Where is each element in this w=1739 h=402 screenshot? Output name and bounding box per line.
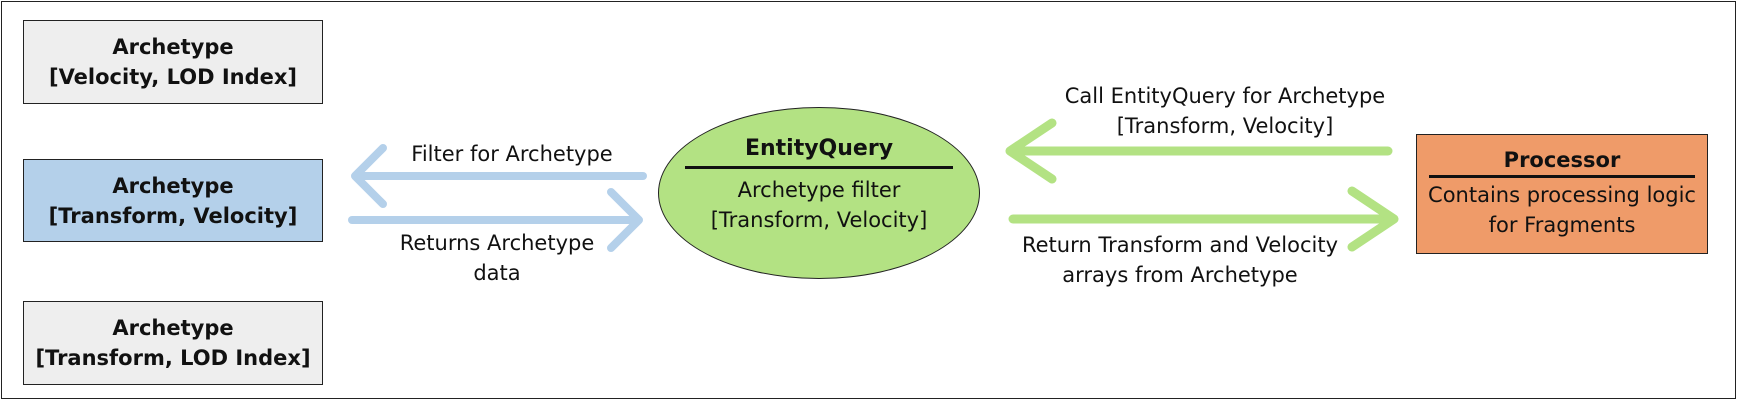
archetype-title: Archetype <box>112 173 234 198</box>
filter-label: Filter for Archetype <box>411 142 613 166</box>
processor-description-line2: for Fragments <box>1488 212 1636 237</box>
return-label-line1: Return Transform and Velocity <box>1021 233 1339 257</box>
call-label-line2: [Transform, Velocity] <box>1116 114 1334 138</box>
returns-label: Returns Archetype data <box>372 228 622 288</box>
processor-title: Processor <box>1503 148 1621 172</box>
call-arrow <box>1005 118 1393 184</box>
processor-box: Processor Contains processing logic for … <box>1416 134 1708 254</box>
returns-arrow <box>348 188 643 252</box>
entity-query-filter-line1: Archetype filter <box>737 177 901 202</box>
entity-query-ellipse <box>658 107 980 279</box>
archetype-components: [Transform, LOD Index] <box>35 346 311 370</box>
entity-query-divider <box>685 166 953 169</box>
returns-label-line1: Returns Archetype <box>399 231 595 255</box>
call-label: Call EntityQuery for Archetype [Transfor… <box>1040 81 1410 141</box>
call-label-line1: Call EntityQuery for Archetype <box>1064 84 1386 108</box>
archetype-velocity-lod: Archetype [Velocity, LOD Index] <box>23 20 323 104</box>
archetype-transform-lod: Archetype [Transform, LOD Index] <box>23 301 323 385</box>
archetype-components: [Velocity, LOD Index] <box>48 65 297 89</box>
archetype-title: Archetype <box>112 35 234 59</box>
entity-query-content: EntityQuery Archetype filter [Transform,… <box>658 132 980 235</box>
processor-description: Contains processing logic for Fragments <box>1417 180 1707 240</box>
filter-arrow <box>351 144 647 208</box>
processor-description-line1: Contains processing logic <box>1428 182 1696 207</box>
archetype-transform-velocity: Archetype [Transform, Velocity] <box>23 159 323 242</box>
return-label: Return Transform and Velocity arrays fro… <box>990 230 1370 290</box>
return-label-line2: arrays from Archetype <box>1062 263 1298 287</box>
archetype-components: [Transform, Velocity] <box>48 203 298 228</box>
entity-query-filter-line2: [Transform, Velocity] <box>710 207 928 232</box>
returns-label-line2: data <box>473 261 521 285</box>
return-arrow <box>1008 186 1399 252</box>
processor-divider <box>1429 175 1695 178</box>
archetype-title: Archetype <box>112 316 234 340</box>
entity-query-filter: Archetype filter [Transform, Velocity] <box>658 175 980 235</box>
entity-query-title: EntityQuery <box>744 136 894 161</box>
